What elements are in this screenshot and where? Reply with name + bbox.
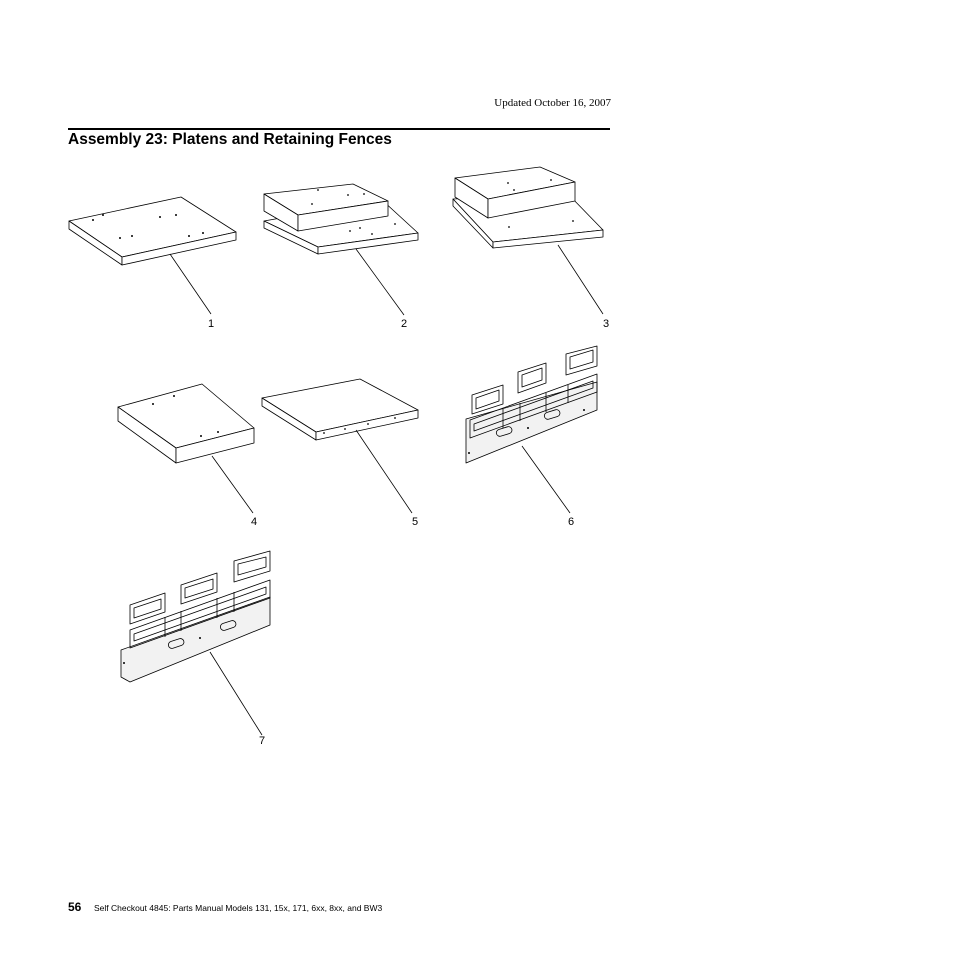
part-3-platen [452,166,604,315]
callout-1: 1 [208,318,215,330]
part-4-platen [117,383,255,514]
callout-7: 7 [259,735,266,747]
part-5-platen [261,378,419,514]
callout-4: 4 [251,516,258,528]
page-title: Assembly 23: Platens and Retaining Fence… [68,131,392,148]
callout-2: 2 [401,318,408,330]
callout-3: 3 [603,318,610,330]
footer-text: Self Checkout 4845: Parts Manual Models … [94,903,383,913]
callout-5: 5 [412,516,419,528]
part-7-fence [120,550,271,736]
updated-date: Updated October 16, 2007 [494,97,611,109]
part-6-fence [465,345,598,514]
part-2-platen [263,183,419,316]
callout-6: 6 [568,516,575,528]
part-1-platen [68,196,237,315]
title-rule [68,128,610,130]
page-number: 56 [68,900,82,914]
